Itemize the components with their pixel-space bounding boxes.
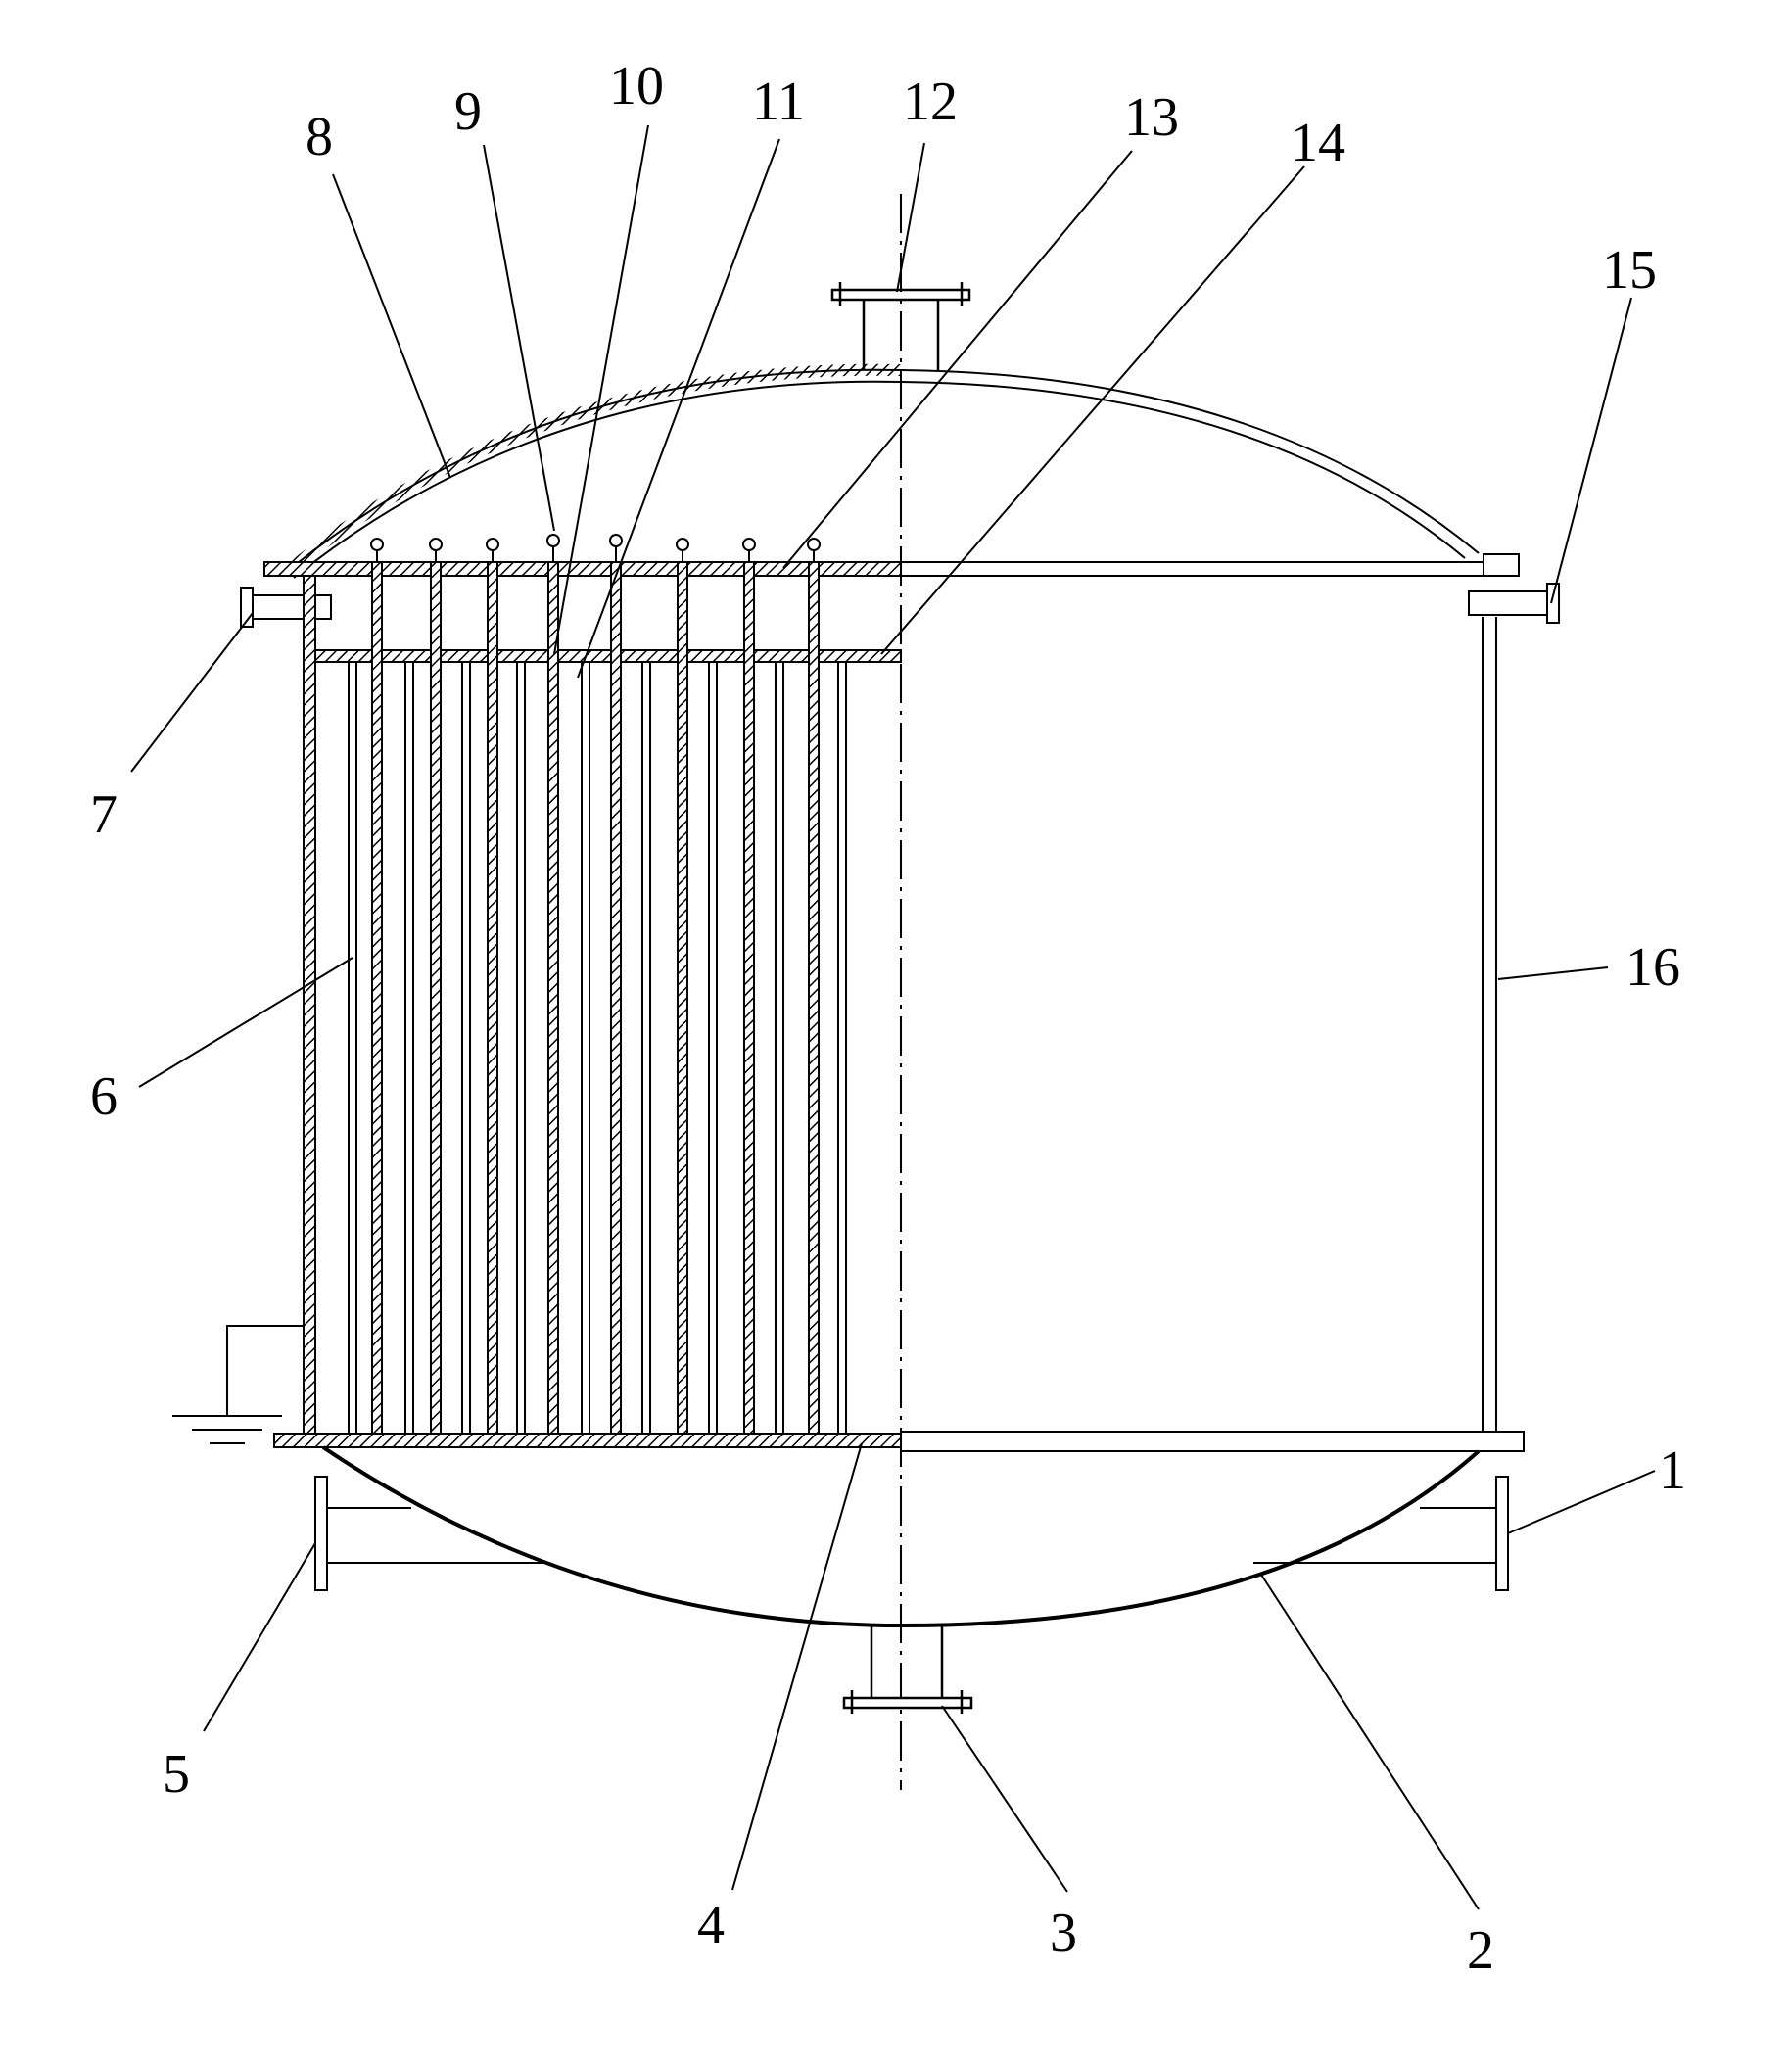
tube-long-2 xyxy=(429,538,443,1435)
label-13: 13 xyxy=(1124,87,1179,148)
tube-long-1 xyxy=(370,538,384,1435)
label-5: 5 xyxy=(163,1744,190,1805)
label-4: 4 xyxy=(697,1895,725,1955)
label-2: 2 xyxy=(1467,1920,1494,1981)
label-9: 9 xyxy=(454,81,482,142)
label-3: 3 xyxy=(1050,1903,1077,1963)
label-11: 11 xyxy=(752,71,805,132)
right-shell-wall xyxy=(1482,617,1497,1432)
bottom-nozzle xyxy=(842,1625,973,1714)
bottom-flange xyxy=(273,1431,1525,1452)
tube-long-3 xyxy=(486,538,499,1435)
leader-lines xyxy=(130,124,1656,1910)
tube-long-4 xyxy=(546,534,560,1435)
left-shell-wall xyxy=(303,575,316,1435)
bottom-dome-head xyxy=(321,1445,1481,1627)
top-dome-head xyxy=(290,363,1480,579)
left-lug xyxy=(240,587,332,628)
label-8: 8 xyxy=(306,107,333,167)
tube-long-7 xyxy=(742,538,756,1435)
top-dome-right-half xyxy=(900,369,1480,554)
tube-long-5 xyxy=(609,534,623,1435)
right-support xyxy=(1253,1476,1509,1591)
left-support xyxy=(314,1476,548,1591)
label-16: 16 xyxy=(1625,937,1680,998)
label-14: 14 xyxy=(1291,113,1345,173)
ground-icon xyxy=(172,1325,304,1444)
reference-labels: 1 2 3 4 5 6 7 8 9 10 11 12 13 14 15 16 xyxy=(90,56,1686,1981)
label-7: 7 xyxy=(90,784,118,845)
label-1: 1 xyxy=(1659,1440,1686,1501)
tube-bundle xyxy=(348,534,847,1435)
label-12: 12 xyxy=(903,71,958,132)
label-6: 6 xyxy=(90,1066,118,1127)
label-15: 15 xyxy=(1602,240,1657,301)
label-10: 10 xyxy=(609,56,664,117)
right-lug xyxy=(1468,583,1560,624)
tube-long-6 xyxy=(676,538,689,1435)
tube-long-8 xyxy=(807,538,821,1435)
upper-flange xyxy=(263,553,1520,577)
